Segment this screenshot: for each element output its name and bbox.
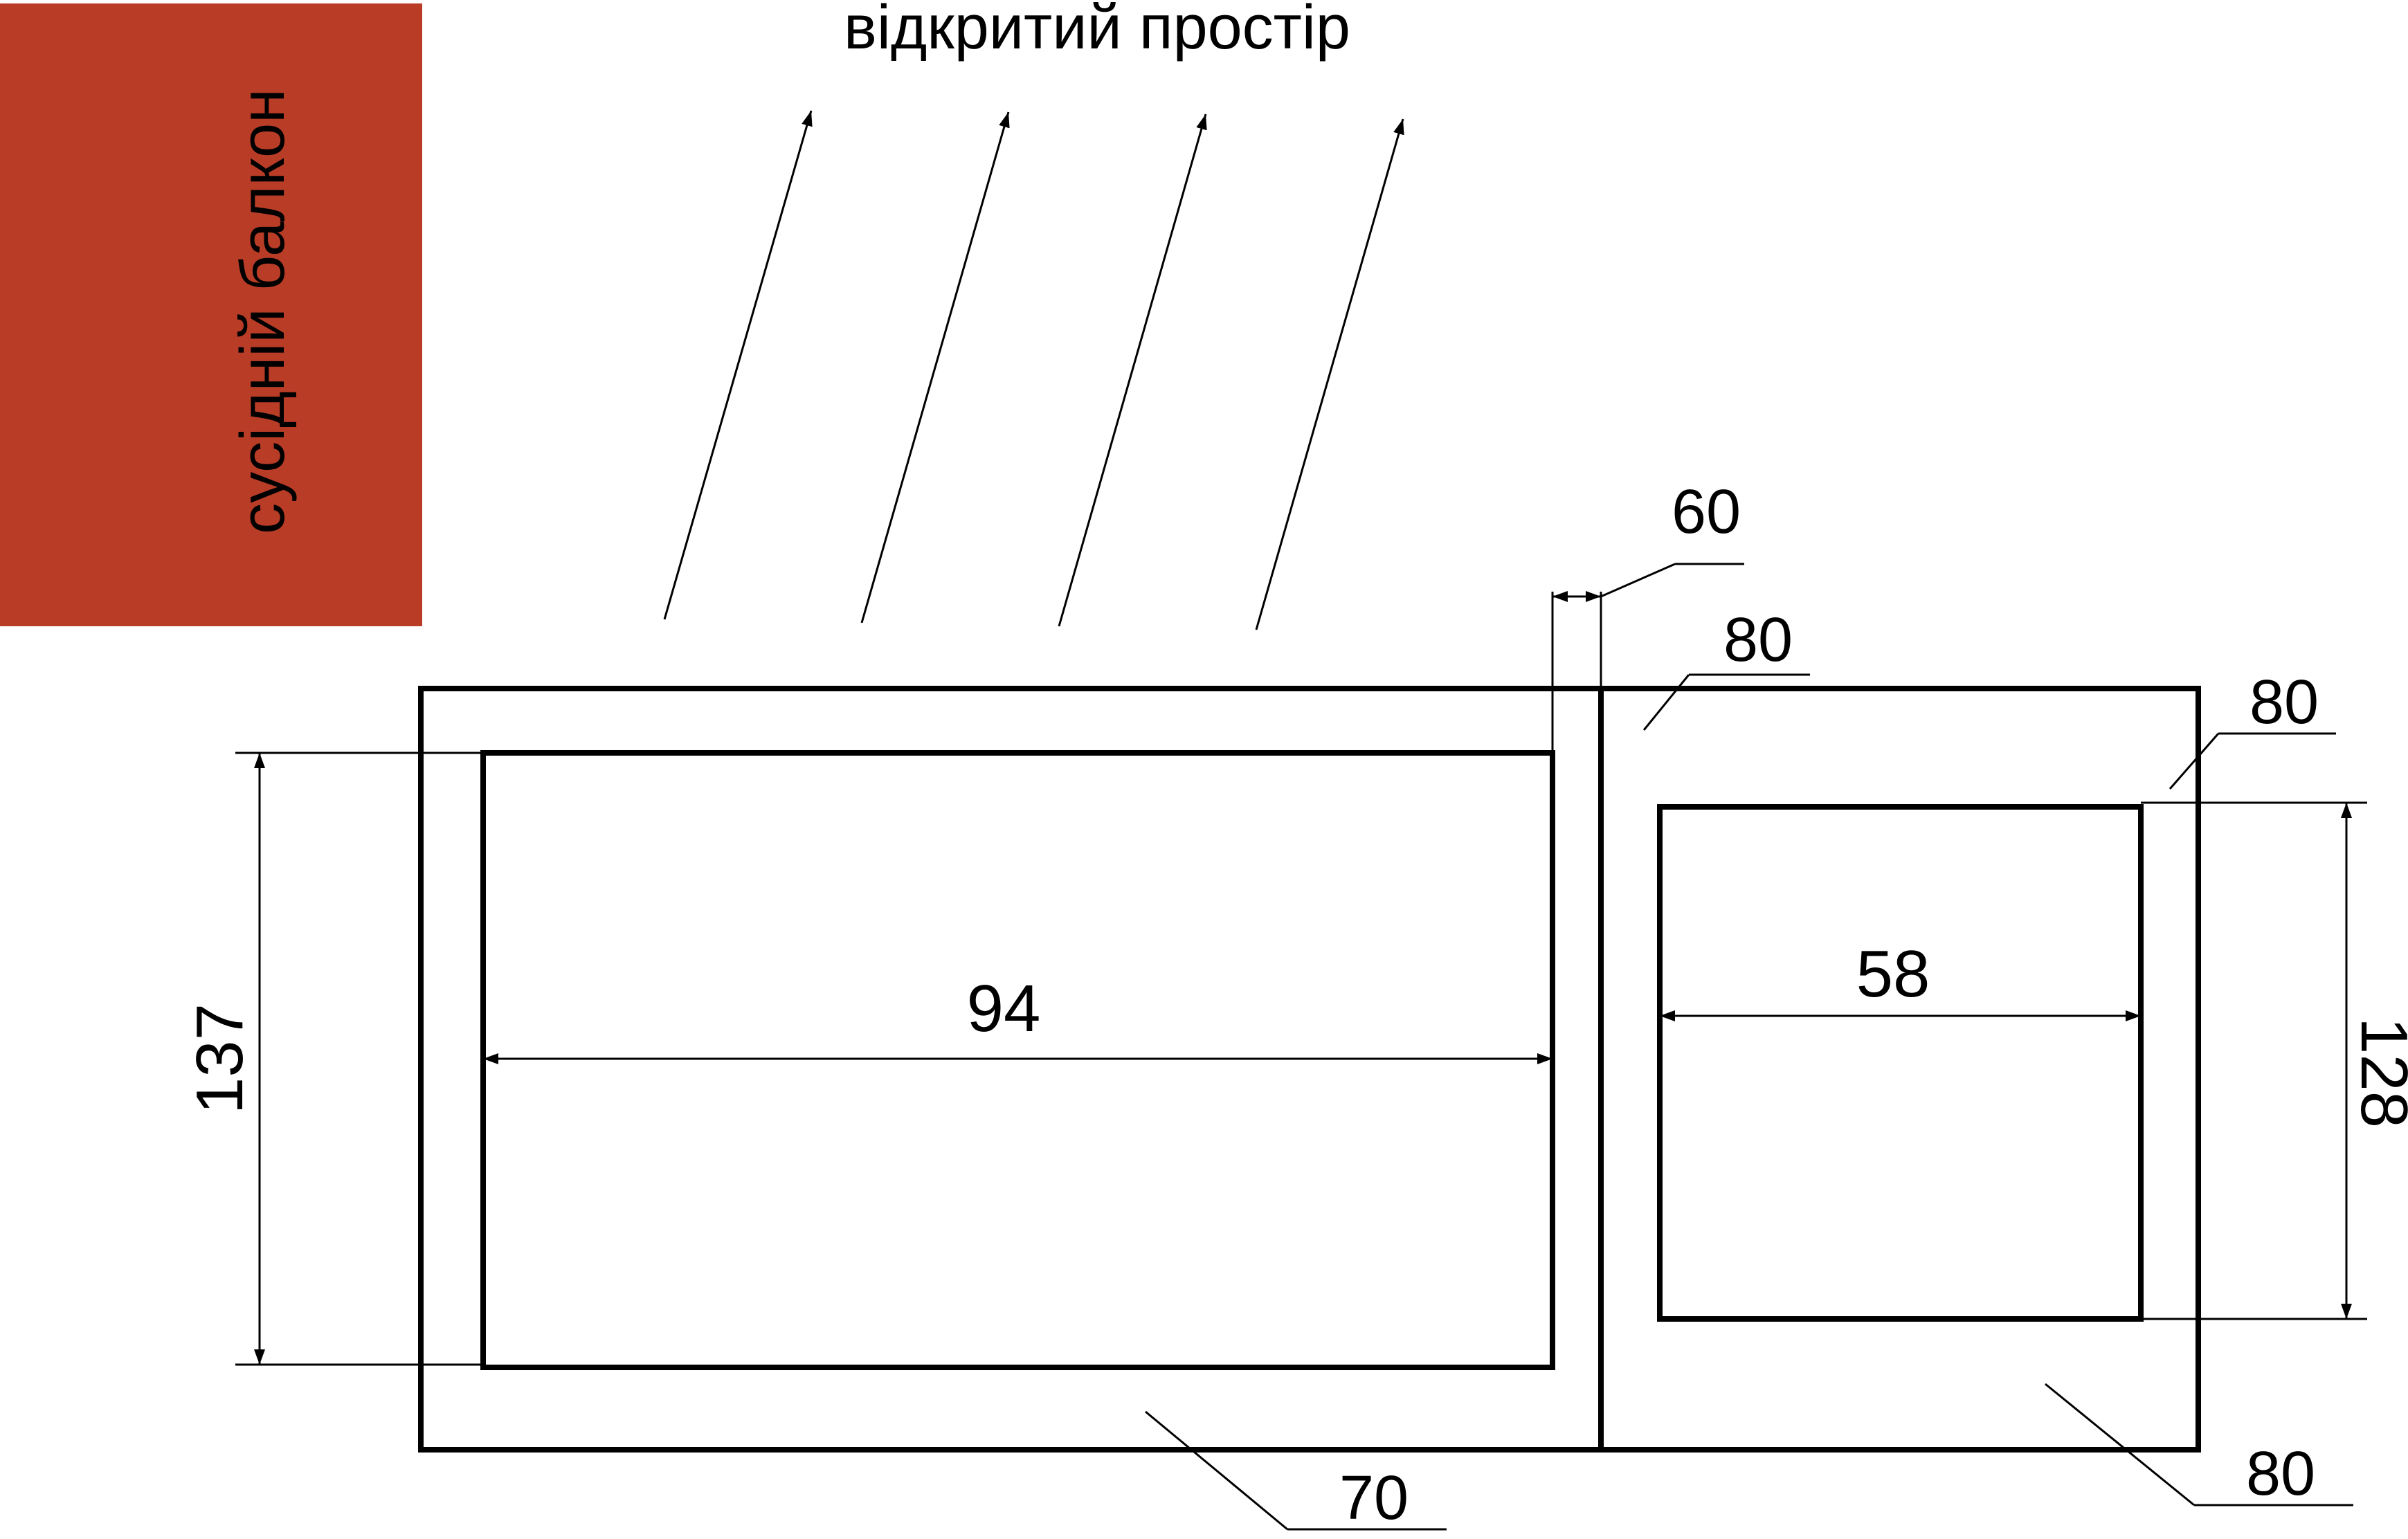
right-bottom-margin-label: 80 — [2246, 1439, 2315, 1509]
gap-dimension — [1551, 563, 1744, 754]
left-height-dimension — [235, 752, 483, 1366]
right-outer-frame — [1598, 686, 2201, 1453]
left-height-label: 137 — [183, 1003, 257, 1114]
neighbor-balcony-label: сусідній балкон — [228, 89, 298, 534]
open-space-arrows — [663, 110, 1404, 630]
neighbor-balcony-block — [0, 3, 422, 626]
open-space-arrow-3 — [1058, 113, 1207, 627]
gap-dimension-label: 60 — [1672, 477, 1741, 547]
right-height-dimension — [2141, 801, 2367, 1320]
right-top-margin-leader — [1642, 673, 1810, 731]
right-top-margin-label: 80 — [1723, 605, 1793, 675]
right-side-margin-leader — [2169, 732, 2336, 790]
right-inner-frame — [1657, 804, 2144, 1322]
right-side-margin-label: 80 — [2249, 668, 2319, 737]
left-inner-frame — [480, 750, 1555, 1370]
open-space-arrow-4 — [1255, 118, 1404, 630]
left-bottom-margin-label: 70 — [1339, 1464, 1409, 1533]
open-space-title: відкритий простір — [844, 0, 1350, 62]
left-bottom-margin-leader — [1145, 1410, 1447, 1531]
right-bottom-margin-leader — [2045, 1383, 2353, 1506]
open-space-arrow-2 — [860, 111, 1010, 623]
right-width-label: 58 — [1856, 937, 1930, 1011]
open-space-arrow-1 — [663, 110, 813, 620]
left-outer-frame — [418, 686, 1604, 1453]
right-height-label: 128 — [2347, 1017, 2408, 1128]
left-width-label: 94 — [967, 972, 1041, 1046]
